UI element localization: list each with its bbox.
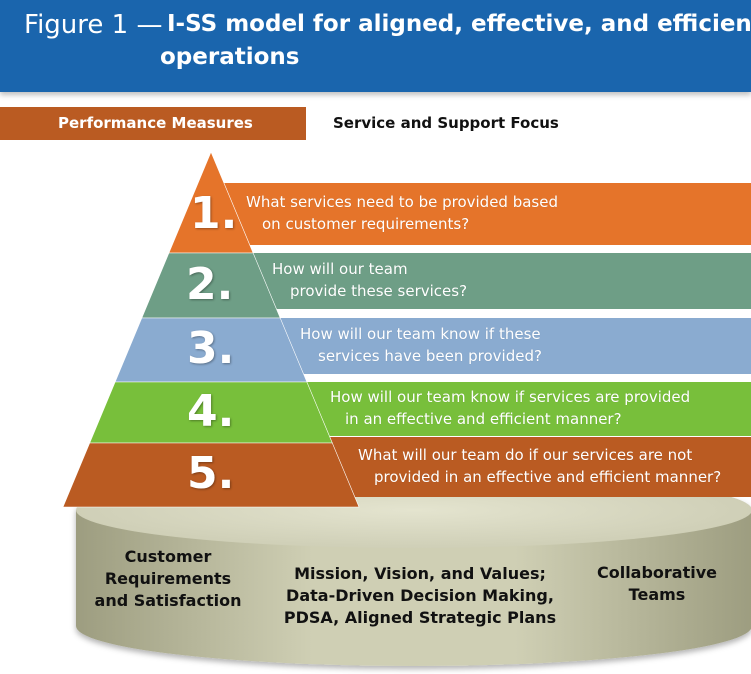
- level-number: 2.: [186, 258, 234, 310]
- question-text-line: provided in an effective and efficient m…: [374, 468, 722, 486]
- question-text-line: in an effective and efficient manner?: [345, 410, 622, 428]
- pyramid: [62, 151, 360, 508]
- performance-measures-label: Performance Measures: [58, 114, 253, 132]
- question-text-line: on customer requirements?: [262, 215, 470, 233]
- question-text-line: services have been provided?: [318, 347, 542, 365]
- question-band: [213, 183, 751, 245]
- level-number: 3.: [187, 323, 235, 374]
- question-text-line: What services need to be provided based: [246, 193, 558, 211]
- service-support-focus-label: Service and Support Focus: [333, 114, 559, 132]
- base-center-text: Mission, Vision, and Values; Data-Driven…: [270, 563, 570, 629]
- base-center-line: Mission, Vision, and Values;: [294, 564, 546, 583]
- question-text-line: What will our team do if our services ar…: [358, 446, 693, 464]
- base-left-line: and Satisfaction: [94, 591, 242, 610]
- question-bands: [213, 183, 751, 497]
- base-right-line: Collaborative: [596, 563, 718, 582]
- question-text-line: provide these services?: [290, 282, 468, 300]
- base-center-line: Data-Driven Decision Making,: [286, 586, 554, 605]
- pyramid-layer: [62, 442, 360, 508]
- base-center-line: PDSA, Aligned Strategic Plans: [283, 608, 557, 627]
- question-band: [319, 437, 751, 497]
- question-band: [243, 253, 751, 309]
- base-left-line: Requirements: [104, 569, 232, 588]
- base-left-line: Customer: [124, 547, 212, 566]
- question-text-line: How will our team: [272, 260, 408, 278]
- figure-title-line-1: I-SS model for aligned, effective, and e…: [167, 11, 751, 37]
- question-band: [296, 382, 751, 436]
- pedestal-side: [76, 510, 751, 666]
- performance-measures-tab: [0, 107, 306, 140]
- level-number: 5.: [187, 448, 235, 499]
- base-right-line: Teams: [628, 585, 686, 604]
- question-text-line: How will our team know if these: [300, 325, 541, 343]
- base-left-text: Customer Requirements and Satisfaction: [88, 546, 248, 612]
- question-band: [270, 318, 751, 374]
- level-number: 1.: [190, 187, 238, 239]
- level-number: 4.: [187, 385, 235, 437]
- base-right-text: Collaborative Teams: [586, 562, 728, 606]
- question-text-line: How will our team know if services are p…: [330, 388, 691, 406]
- figure-title-line-2: operations: [160, 44, 300, 70]
- figure-header: [0, 0, 751, 92]
- figure-label: Figure 1 —: [24, 10, 163, 40]
